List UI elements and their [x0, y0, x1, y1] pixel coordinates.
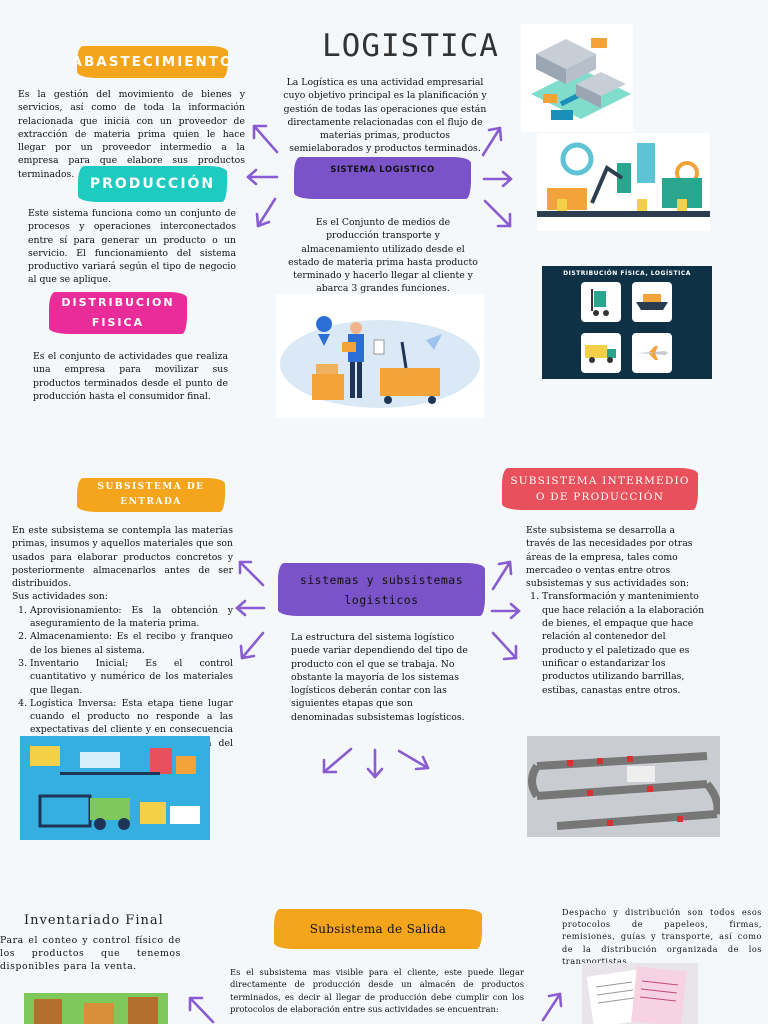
arrow-icon — [483, 199, 512, 228]
distribucion-text: Es el conjunto de actividades que realiz… — [33, 351, 228, 402]
sistemas-subsistemas-label: sistemas y subsistemas logisticos — [278, 563, 485, 616]
sistemas-subsistemas-text: La estructura del sistema logístico pued… — [291, 632, 468, 723]
production-line-illustration — [527, 736, 720, 837]
ship-icon — [632, 282, 672, 322]
arrow-icon — [541, 992, 563, 1022]
sistema-logistico-text: Es el Conjunto de medios de producción t… — [288, 217, 478, 295]
produccion-label: PRODUCCIÓN — [78, 166, 227, 202]
inventariado-text: Para el conteo y control físico de los p… — [0, 935, 181, 972]
subsistema-entrada-activities-intro: Sus actividades son: — [12, 591, 108, 603]
trolley-icon — [581, 282, 621, 322]
abastecimiento-text: Es la gestión del movimiento de bienes y… — [18, 89, 245, 180]
subsistema-intermedio-list: Transformación y mantenimiento que hace … — [526, 590, 706, 696]
subsistema-salida-text: Es el subsistema mas visible para el cli… — [230, 967, 524, 1015]
arrow-icon — [322, 747, 353, 774]
arrow-icon — [235, 599, 266, 617]
delivery-illustration — [276, 294, 484, 418]
arrow-icon — [491, 631, 518, 661]
arrow-icon — [188, 996, 215, 1024]
list-item: Transformación y mantenimiento que hace … — [542, 590, 706, 696]
list-item: Almacenamiento: Es el recibo y franqueo … — [30, 630, 233, 657]
arrow-icon — [252, 124, 279, 154]
truck-icon — [581, 333, 621, 373]
subsistema-entrada-description: En este subsistema se contempla las mate… — [12, 525, 233, 590]
subsistema-intermedio-label: SUBSISTEMA INTERMEDIO O DE PRODUCCIÓN — [502, 468, 698, 510]
abastecimiento-label: ABASTECIMIENTO — [72, 46, 231, 78]
factory-illustration — [537, 133, 710, 231]
warehouse-illustration — [521, 24, 633, 132]
produccion-text: Este sistema funciona como un conjunto d… — [28, 208, 236, 286]
sistema-logistico-label: SISTEMA LOGISTICO — [294, 157, 471, 199]
intro-text: La Logística es una actividad empresaria… — [283, 77, 487, 155]
subsistema-entrada-label: SUBSISTEMA DE ENTRADA — [77, 478, 225, 512]
arrow-icon — [481, 126, 503, 157]
arrow-icon — [482, 170, 513, 188]
arrow-icon — [246, 168, 279, 186]
arrow-icon — [397, 749, 430, 771]
list-item: Aprovisionamiento: Es la obtención y ase… — [30, 604, 233, 631]
page-title: LOGISTICA — [322, 28, 499, 64]
distribucion-label: DISTRIBUCION FISICA — [49, 292, 187, 334]
logistics-illustration — [20, 736, 210, 840]
list-item: Inventario Inicial; Es el control cuanti… — [30, 657, 233, 697]
arrow-icon — [491, 560, 513, 591]
arrow-icon — [238, 560, 265, 587]
subsistema-intermedio-description: Este subsistema se desarrolla a través d… — [526, 525, 693, 590]
arrow-icon — [366, 748, 384, 779]
inventariado-title: Inventariado Final — [24, 913, 164, 928]
distribucion-panel: DISTRIBUCIÓN FÍSICA, LOGÍSTICA — [542, 266, 712, 379]
despacho-text: Despacho y distribución son todos esos p… — [562, 907, 762, 966]
arrow-icon — [490, 602, 521, 620]
subsistema-salida-label: Subsistema de Salida — [274, 909, 482, 949]
distribucion-panel-title: DISTRIBUCIÓN FÍSICA, LOGÍSTICA — [563, 270, 691, 277]
airplane-icon — [632, 333, 672, 373]
subsistema-entrada-text: En este subsistema se contempla las mate… — [12, 524, 233, 763]
arrow-icon — [239, 631, 265, 660]
documents-photo — [582, 963, 698, 1024]
warehouse-photo — [24, 993, 168, 1024]
subsistema-intermedio-text: Este subsistema se desarrolla a través d… — [526, 524, 706, 697]
arrow-icon — [255, 197, 277, 228]
